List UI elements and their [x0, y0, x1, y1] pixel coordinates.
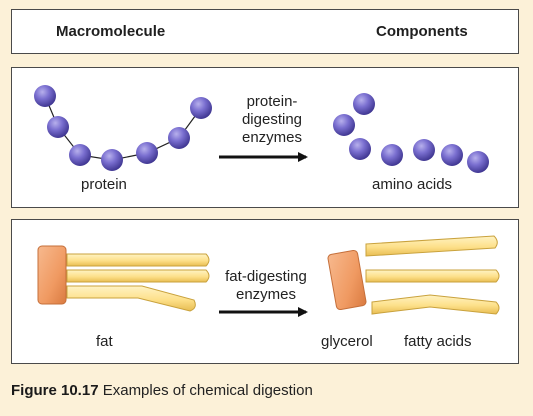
fat-molecule: [37, 245, 210, 312]
components-header: Components: [376, 23, 468, 40]
protein-panel: protein- digesting enzymes protein amino…: [11, 67, 519, 208]
figure-number: Figure 10.17: [11, 382, 99, 399]
fat-enzymes-line-2: enzymes: [235, 286, 297, 303]
fat-tail-3: [66, 285, 196, 312]
fatty-acid-2: [365, 269, 500, 283]
fat-enzymes-line-1: fat-digesting: [225, 268, 307, 285]
fatty-acids: [365, 235, 500, 315]
caption-text: Examples of chemical digestion: [102, 382, 313, 399]
figure-caption: Figure 10.17 Examples of chemical digest…: [11, 382, 313, 399]
macromolecule-header: Macromolecule: [56, 23, 166, 40]
header-panel: Macromolecule Components: [11, 9, 519, 54]
glycerol-block: [327, 249, 367, 311]
protein-diagram: [34, 85, 489, 173]
fatty-acids-label: fatty acids: [404, 333, 472, 350]
fat-label: fat: [96, 333, 113, 350]
fatty-acid-1: [365, 235, 498, 257]
fat-glycerol-block: [37, 245, 67, 305]
protein-enzymes-label: protein- digesting enzymes: [232, 93, 312, 147]
protein-enzymes-line-2: digesting: [241, 111, 303, 128]
fatty-acid-3: [371, 294, 500, 315]
glycerol-label: glycerol: [321, 333, 373, 350]
fat-panel: fat-digesting enzymes fat glycerol fatty…: [11, 219, 519, 364]
fat-tail-2: [66, 269, 210, 283]
protein-enzymes-line-3: enzymes: [241, 129, 303, 146]
fat-diagram: [37, 235, 500, 317]
amino-acids: [333, 93, 489, 173]
fat-enzymes-label: fat-digesting enzymes: [218, 268, 314, 304]
amino-acids-label: amino acids: [372, 176, 453, 193]
protein-label: protein: [81, 176, 127, 193]
protein-chain: [34, 85, 212, 171]
protein-enzymes-line-1: protein-: [246, 93, 298, 110]
fat-tail-1: [66, 253, 210, 267]
